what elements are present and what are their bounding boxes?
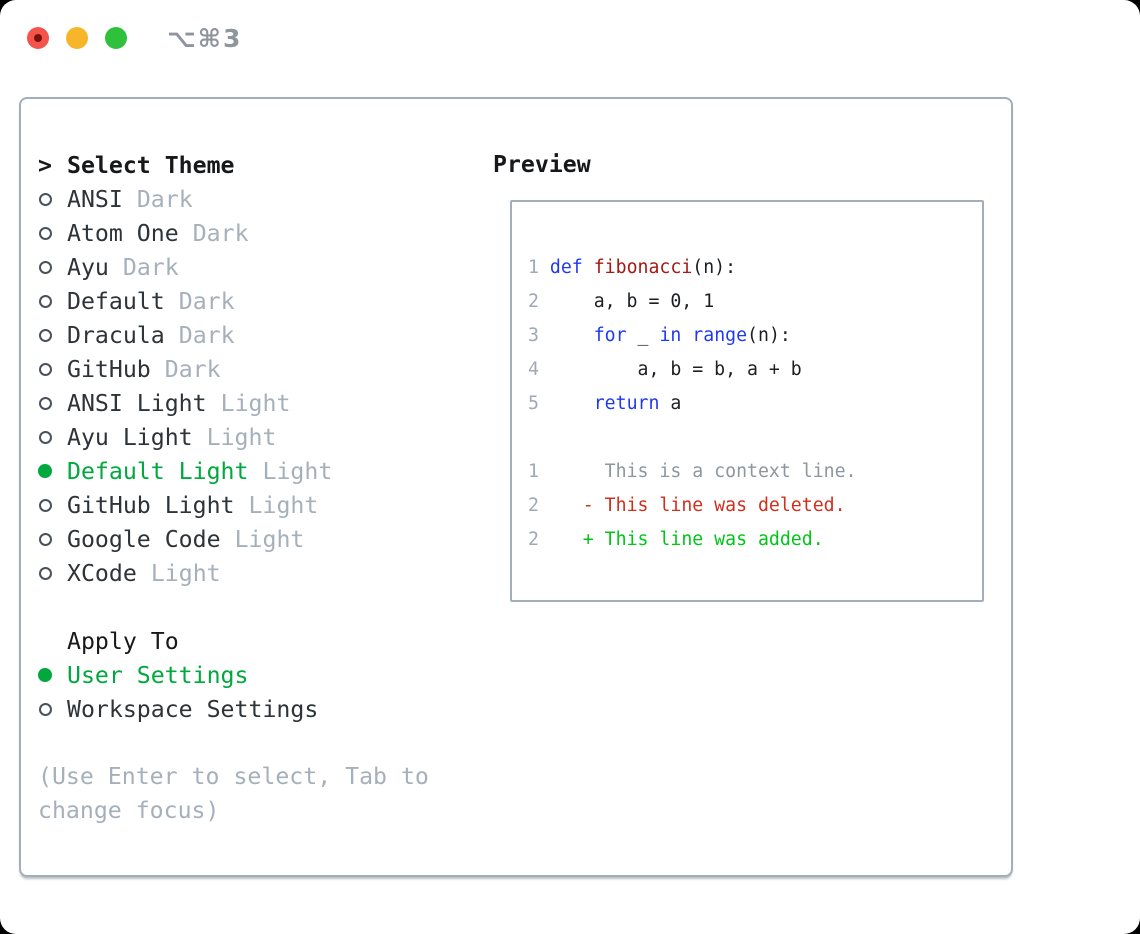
radio-selected-icon <box>38 668 52 682</box>
theme-name: Atom One <box>67 219 179 247</box>
apply-option-user-settings[interactable]: User Settings <box>38 658 462 692</box>
help-text: (Use Enter to select, Tab to change focu… <box>38 763 429 824</box>
apply-to-heading-row: Apply To <box>38 624 462 658</box>
apply-to-heading: Apply To <box>67 627 179 655</box>
code-line: 2 a, b = 0, 1 <box>528 291 715 312</box>
line-number: 4 <box>528 359 539 380</box>
code-line: 1 def fibonacci(n): <box>528 257 737 278</box>
line-number: 1 <box>528 257 539 278</box>
radio-icon <box>39 532 52 546</box>
radio-icon <box>39 498 52 512</box>
spacer <box>38 590 462 624</box>
theme-item-ayu[interactable]: Ayu Dark <box>38 250 462 284</box>
theme-item-atom-one[interactable]: Atom One Dark <box>38 216 462 250</box>
theme-variant-badge: Light <box>248 491 319 519</box>
theme-item-ansi-light[interactable]: ANSI Light Light <box>38 386 462 420</box>
theme-name: ANSI <box>67 185 123 213</box>
apply-option-label: Workspace Settings <box>67 695 319 723</box>
code-line: 5 return a <box>528 393 682 414</box>
theme-variant-badge: Dark <box>164 355 221 383</box>
theme-item-default[interactable]: Default Dark <box>38 284 462 318</box>
theme-name: Ayu <box>67 253 109 281</box>
line-number: 2 <box>528 291 539 312</box>
preview-heading: Preview <box>493 151 591 178</box>
theme-variant-badge: Light <box>262 457 333 485</box>
radio-icon <box>39 294 52 308</box>
theme-name: GitHub Light <box>67 491 235 519</box>
radio-icon <box>39 192 52 206</box>
minimize-button[interactable] <box>66 27 88 49</box>
theme-item-github[interactable]: GitHub Dark <box>38 352 462 386</box>
close-button[interactable] <box>27 27 49 49</box>
theme-variant-badge: Light <box>150 559 221 587</box>
theme-variant-badge: Dark <box>122 253 179 281</box>
selection-cursor-icon: > <box>38 151 52 179</box>
theme-item-ayu-light[interactable]: Ayu Light Light <box>38 420 462 454</box>
theme-select-heading: Select Theme <box>67 151 235 179</box>
line-number: 2 <box>528 495 539 516</box>
theme-item-dracula[interactable]: Dracula Dark <box>38 318 462 352</box>
radio-selected-icon <box>38 464 52 478</box>
diff-line-del: 2 - This line was deleted. <box>528 495 846 516</box>
theme-variant-badge: Light <box>220 389 291 417</box>
apply-option-label: User Settings <box>67 661 249 689</box>
theme-name: ANSI Light <box>67 389 207 417</box>
diff-line-ctx: 1 This is a context line. <box>528 461 857 482</box>
theme-name: Default Light <box>67 457 249 485</box>
theme-variant-badge: Dark <box>192 219 249 247</box>
theme-variant-badge: Dark <box>178 287 235 315</box>
theme-variant-badge: Light <box>234 525 305 553</box>
theme-variant-badge: Light <box>206 423 277 451</box>
window-title: ⌥⌘3 <box>167 24 243 53</box>
diff-line-add: 2 + This line was added. <box>528 529 824 550</box>
radio-icon <box>39 702 52 716</box>
theme-item-github-light[interactable]: GitHub Light Light <box>38 488 462 522</box>
theme-name: Google Code <box>67 525 221 553</box>
apply-option-workspace-settings[interactable]: Workspace Settings <box>38 692 462 726</box>
theme-name: XCode <box>67 559 137 587</box>
traffic-lights <box>27 27 127 49</box>
theme-name: GitHub <box>67 355 151 383</box>
code-line: 3 for _ in range(n): <box>528 325 791 346</box>
theme-variant-badge: Dark <box>178 321 235 349</box>
radio-icon <box>39 226 52 240</box>
theme-name: Dracula <box>67 321 165 349</box>
radio-icon <box>39 566 52 580</box>
radio-icon <box>39 396 52 410</box>
line-number: 2 <box>528 529 539 550</box>
close-dot-icon <box>34 34 42 42</box>
theme-variant-badge: Dark <box>136 185 193 213</box>
blank-line <box>528 421 972 455</box>
code-line: 4 a, b = b, a + b <box>528 359 802 380</box>
line-number: 1 <box>528 461 539 482</box>
radio-icon <box>39 362 52 376</box>
theme-item-default-light[interactable]: Default Light Light <box>38 454 462 488</box>
theme-item-google-code[interactable]: Google Code Light <box>38 522 462 556</box>
spacer <box>38 726 462 760</box>
theme-name: Default <box>67 287 165 315</box>
theme-name: Ayu Light <box>67 423 193 451</box>
radio-icon <box>39 430 52 444</box>
preview-box: 1 def fibonacci(n): 2 a, b = 0, 1 3 for _ … <box>510 200 984 602</box>
line-number: 3 <box>528 325 539 346</box>
theme-item-ansi[interactable]: ANSI Dark <box>38 182 462 216</box>
theme-select-heading-row: > Select Theme <box>38 148 462 182</box>
theme-item-xcode[interactable]: XCode Light <box>38 556 462 590</box>
zoom-button[interactable] <box>105 27 127 49</box>
radio-icon <box>39 328 52 342</box>
preview-content: 1 def fibonacci(n): 2 a, b = 0, 1 3 for _ … <box>512 202 982 557</box>
radio-icon <box>39 260 52 274</box>
line-number: 5 <box>528 393 539 414</box>
